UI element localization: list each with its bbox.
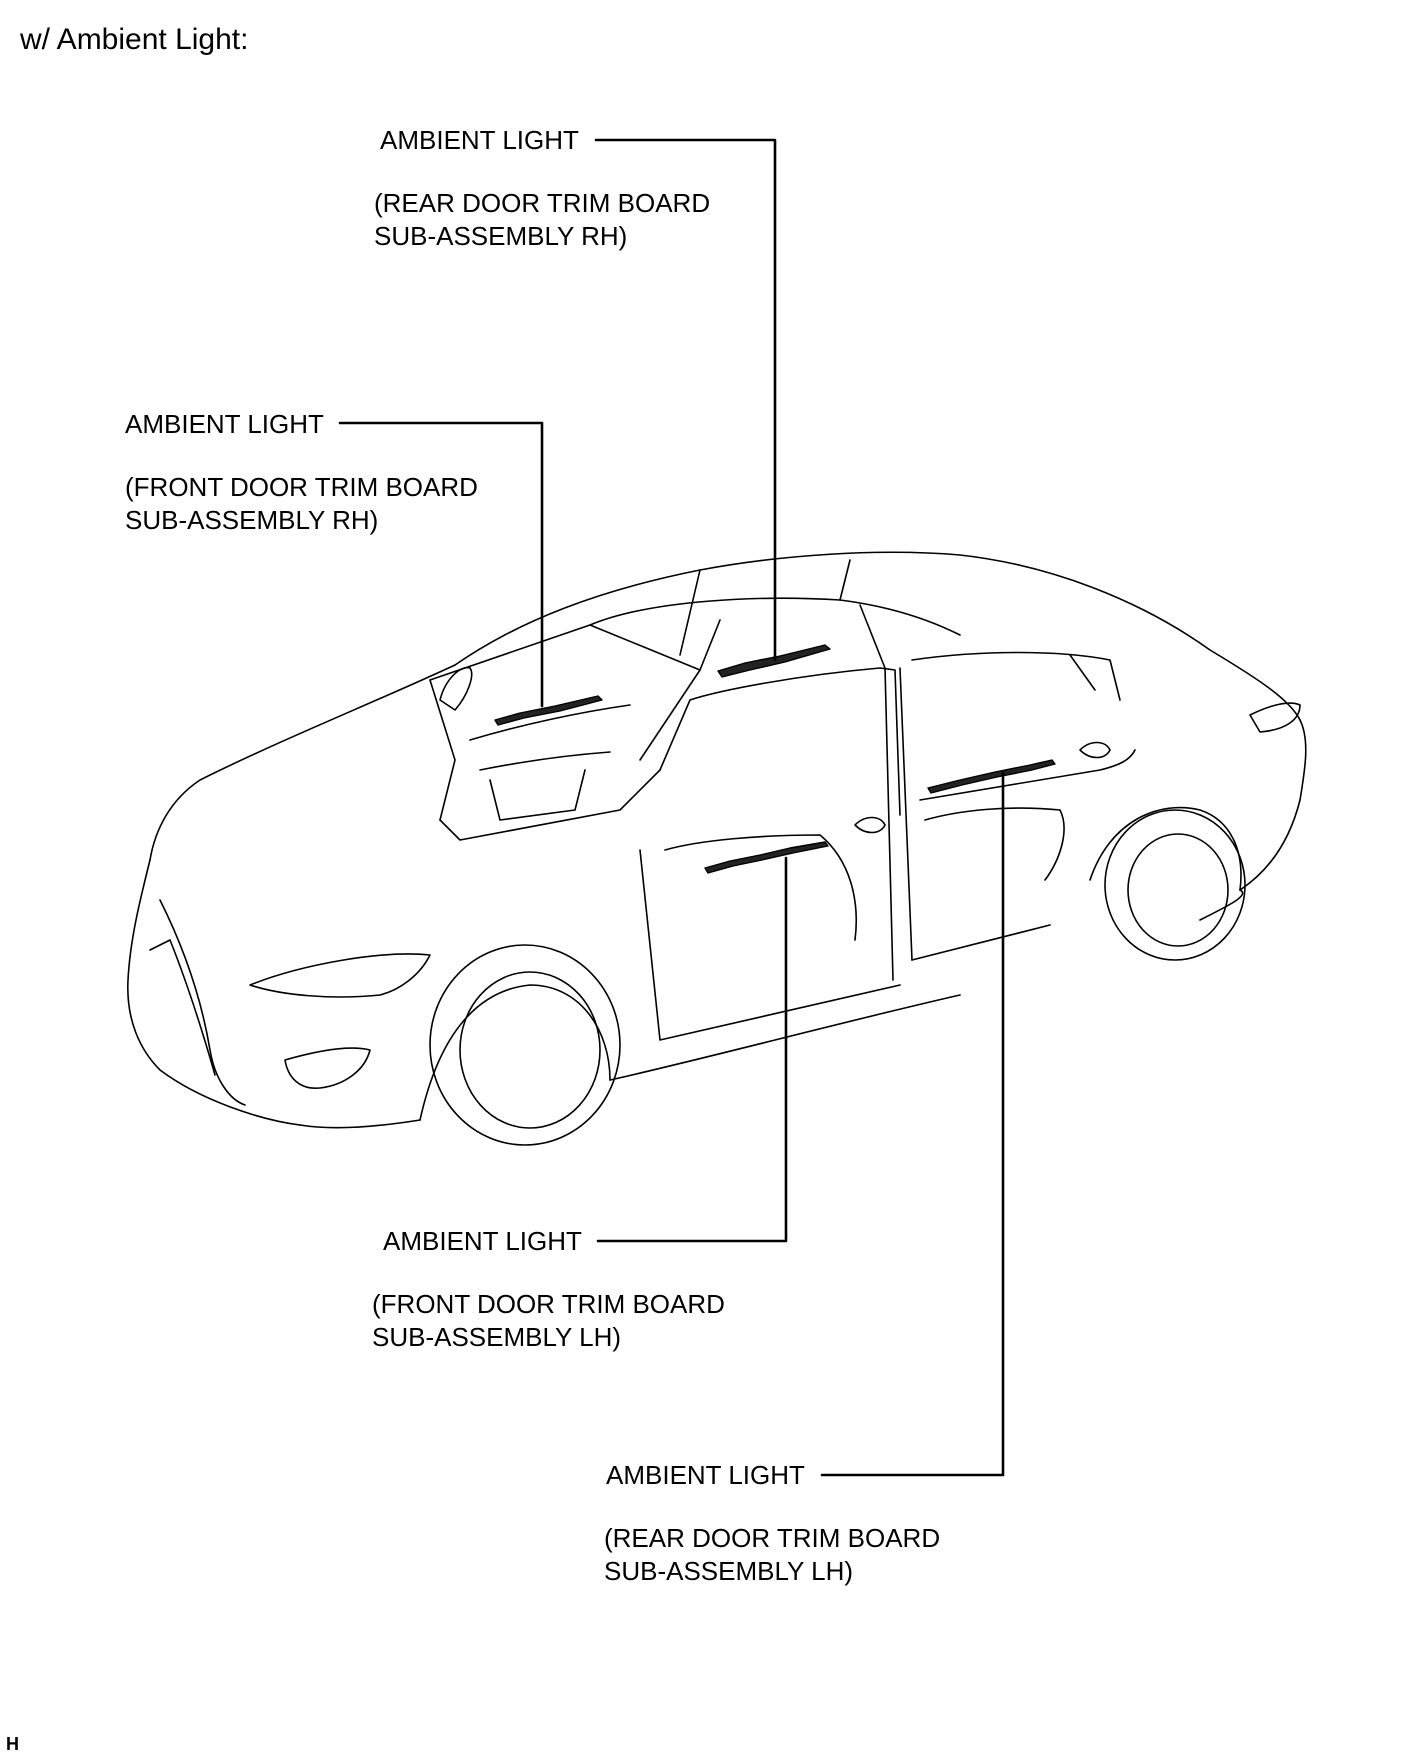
ambient-light-front-rh <box>494 695 603 726</box>
callout-part-line2: SUB-ASSEMBLY RH) <box>125 505 379 535</box>
ambient-light-strips <box>494 644 1056 874</box>
callout-part-line1: (FRONT DOOR TRIM BOARD <box>125 472 478 502</box>
page-code: H <box>6 1734 19 1754</box>
leader-lines <box>338 138 1005 1477</box>
front-wheel <box>419 944 621 1146</box>
callout-label: AMBIENT LIGHT <box>125 409 324 439</box>
leader-front-lh <box>596 856 788 1243</box>
rear-wheel <box>1104 809 1246 961</box>
callout-label: AMBIENT LIGHT <box>380 125 579 155</box>
callout-part-line2: SUB-ASSEMBLY RH) <box>374 221 628 251</box>
leader-rear-rh <box>594 138 777 662</box>
callout-label: AMBIENT LIGHT <box>606 1460 805 1490</box>
callout-part-line1: (REAR DOOR TRIM BOARD <box>374 188 711 218</box>
callout-part-line2: SUB-ASSEMBLY LH) <box>372 1322 622 1352</box>
callout-part-line1: (REAR DOOR TRIM BOARD <box>604 1523 941 1553</box>
ambient-light-rear-lh <box>927 759 1056 794</box>
callout-part-line1: (FRONT DOOR TRIM BOARD <box>372 1289 725 1319</box>
ambient-light-rear-rh <box>717 644 831 678</box>
diagram-heading: w/ Ambient Light: <box>20 23 249 56</box>
car-body-outline <box>127 551 1307 1129</box>
leader-front-rh <box>338 421 544 708</box>
callout-part-line2: SUB-ASSEMBLY LH) <box>604 1556 854 1586</box>
ambient-light-front-lh <box>704 841 829 874</box>
leader-rear-lh <box>820 771 1005 1477</box>
callout-label: AMBIENT LIGHT <box>383 1226 582 1256</box>
